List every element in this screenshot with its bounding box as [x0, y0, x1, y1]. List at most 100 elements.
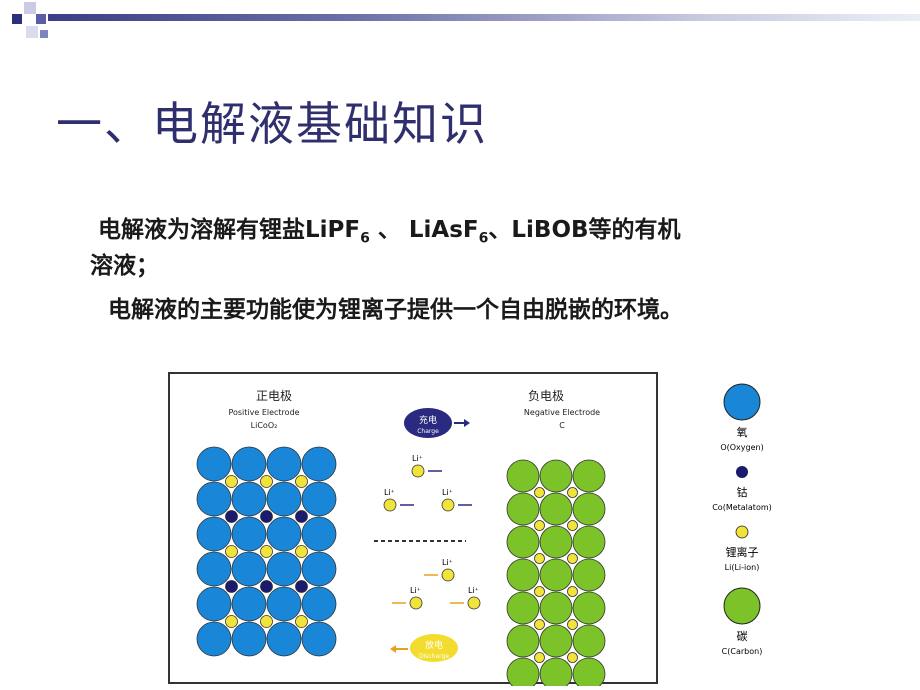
lithium-ion — [225, 615, 238, 628]
header-bar — [48, 14, 920, 21]
carbon-atom — [572, 525, 606, 559]
migrating-lithium-ion — [383, 498, 397, 512]
carbon-atom — [572, 459, 606, 493]
li-ion-label: Li⁺ — [410, 586, 421, 595]
li-ion-label: Li⁺ — [442, 488, 453, 497]
lithium-ion — [534, 652, 545, 663]
cobalt-atom — [295, 580, 308, 593]
li-ion-label: Li⁺ — [442, 558, 453, 567]
paragraph-1-line-1: 电解液为溶解有锂盐LiPF6 、 LiAsF6、LiBOB等的有机 — [98, 210, 681, 247]
migrating-lithium-ion — [441, 568, 455, 582]
carbon-atom — [572, 492, 606, 526]
p1-sub-1: 6 — [360, 230, 370, 247]
lithium-ion — [534, 619, 545, 630]
oxygen-atom — [301, 586, 337, 622]
oxygen-atom — [266, 446, 302, 482]
oxygen-atom — [301, 446, 337, 482]
lithium-ion — [534, 487, 545, 498]
legend-lithium-cn: 锂离子 — [726, 545, 759, 559]
legend-carbon-cn: 碳 — [737, 629, 748, 643]
oxygen-atom — [231, 551, 267, 587]
carbon-atom — [572, 624, 606, 658]
oxygen-atom — [301, 516, 337, 552]
oxygen-atom — [266, 621, 302, 657]
oxygen-atom — [196, 446, 232, 482]
carbon-atom — [572, 657, 606, 686]
carbon-atom — [539, 591, 573, 625]
paragraph-2: 电解液的主要功能使为锂离子提供一个自由脱嵌的环境。 — [108, 297, 683, 323]
slide-title: 一、电解液基础知识 — [56, 97, 488, 151]
carbon-atom — [506, 459, 540, 493]
lithium-ion — [534, 553, 545, 564]
lithium-ion — [567, 487, 578, 498]
lithium-ion — [295, 545, 308, 558]
legend: 氧 O(Oxygen) 钴 Co(Metalatom) 锂离子 Li(Li-io… — [712, 383, 772, 656]
lithium-ion — [260, 475, 273, 488]
legend-cobalt-en: Co(Metalatom) — [712, 503, 772, 512]
corner-square-dark — [12, 14, 22, 24]
lithium-ion — [295, 615, 308, 628]
battery-diagram: 正电极 Positive Electrode LiCoO₂ 负电极 Negati… — [168, 372, 658, 686]
corner-square-pale — [26, 26, 38, 38]
carbon-atom — [506, 624, 540, 658]
migrating-lithium-ion — [411, 464, 425, 478]
oxygen-atom — [301, 481, 337, 517]
lithium-ion — [260, 545, 273, 558]
carbon-atom — [539, 657, 573, 686]
lithium-ion — [534, 520, 545, 531]
oxygen-atom — [231, 621, 267, 657]
migrating-lithium-ion — [467, 596, 481, 610]
carbon-atom — [506, 558, 540, 592]
cobalt-atom — [260, 580, 273, 593]
p1-text-b: 、 LiAsF — [369, 217, 479, 243]
carbon-atom — [506, 657, 540, 686]
positive-formula: LiCoO₂ — [251, 421, 278, 430]
legend-cobalt-cn: 钴 — [737, 485, 748, 499]
oxygen-atom — [231, 586, 267, 622]
cobalt-atom — [225, 510, 238, 523]
li-ion-label: Li⁺ — [384, 488, 395, 497]
cobalt-atom — [225, 580, 238, 593]
oxygen-atom — [196, 586, 232, 622]
oxygen-atom — [266, 551, 302, 587]
negative-formula: C — [559, 421, 565, 430]
charge-label: 充电 — [419, 414, 437, 426]
carbon-atom — [539, 525, 573, 559]
carbon-atom — [572, 558, 606, 592]
oxygen-atom — [266, 516, 302, 552]
li-ion-label: Li⁺ — [468, 586, 479, 595]
oxygen-atom — [231, 446, 267, 482]
carbon-atom — [506, 591, 540, 625]
legend-lithium-swatch — [735, 525, 749, 539]
negative-electrode-lattice — [506, 459, 606, 686]
discharge-badge — [410, 634, 458, 662]
oxygen-atom — [196, 551, 232, 587]
li-ion-label: Li⁺ — [412, 454, 423, 463]
discharge-label: 放电 — [425, 639, 443, 651]
oxygen-atom — [231, 516, 267, 552]
carbon-atom — [572, 591, 606, 625]
legend-oxygen-en: O(Oxygen) — [720, 443, 763, 452]
corner-square-mid — [36, 14, 46, 24]
negative-title: 负电极 — [528, 389, 564, 403]
lithium-ion — [225, 545, 238, 558]
positive-en: Positive Electrode — [228, 408, 299, 417]
oxygen-atom — [266, 481, 302, 517]
positive-title: 正电极 — [256, 389, 292, 403]
legend-carbon-swatch — [723, 587, 761, 625]
oxygen-atom — [196, 621, 232, 657]
p1-text-a: 电解液为溶解有锂盐LiPF — [98, 217, 361, 243]
lithium-ion — [295, 475, 308, 488]
carbon-atom — [506, 525, 540, 559]
migrating-lithium-ion — [409, 596, 423, 610]
lithium-ion — [225, 475, 238, 488]
charge-en: Charge — [417, 428, 439, 435]
lithium-ion — [260, 615, 273, 628]
legend-carbon-en: C(Carbon) — [722, 647, 763, 656]
carbon-atom — [506, 492, 540, 526]
oxygen-atom — [266, 586, 302, 622]
migrating-lithium-ion — [441, 498, 455, 512]
p1-text-c: 、LiBOB等的有机 — [488, 217, 681, 243]
legend-cobalt-swatch — [736, 466, 748, 478]
lithium-ion — [567, 586, 578, 597]
